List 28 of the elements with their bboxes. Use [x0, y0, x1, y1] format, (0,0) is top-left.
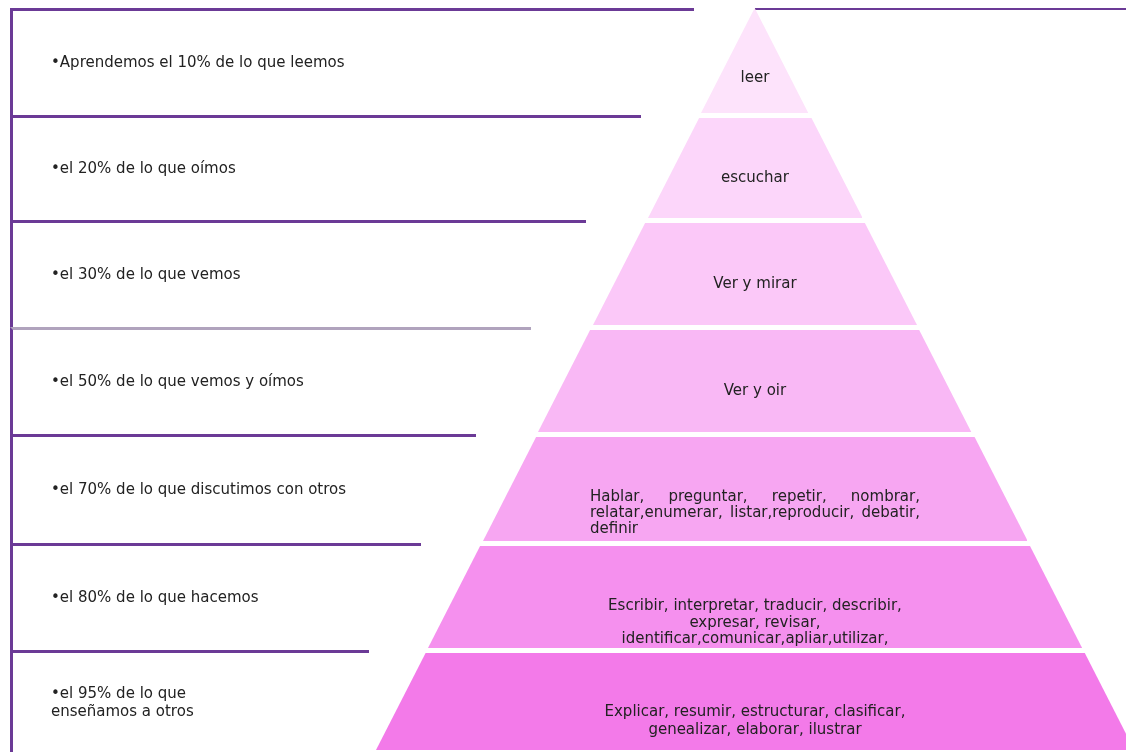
text-band: [10, 220, 586, 327]
activity-text: leer: [739, 68, 771, 86]
pyramid-tier: [593, 223, 917, 325]
pyramid-tier: [375, 653, 1126, 750]
text-band: [10, 8, 695, 115]
activity-text: Hablar, preguntar, repetir, nombrar, relatar,enumerar, listar,reproducir, debatir, definir: [590, 489, 920, 537]
tier-description: •el 70% de lo que discutimos con otros: [51, 481, 347, 499]
tier-description: •el 20% de lo que oímos: [51, 160, 236, 178]
activity-text: Escribir, interpretar, traducir, describir, expresar, revisar, identificar,comunicar,apliar,utilizar,: [607, 597, 903, 647]
activity-text: Ver y oir: [722, 381, 788, 399]
text-band: [10, 650, 369, 752]
tier-description: •el 50% de lo que vemos y oímos: [51, 373, 304, 391]
text-band: [10, 543, 421, 650]
text-band: [10, 327, 532, 434]
pyramid-tier: [427, 546, 1083, 648]
activity-text: escuchar: [720, 168, 790, 186]
tier-description: •el 30% de lo que vemos: [51, 266, 241, 284]
text-band: [10, 115, 641, 220]
pyramid-tier: [647, 118, 863, 218]
pyramid-tier: [482, 437, 1028, 541]
text-band: [10, 434, 476, 543]
pyramid-tier: [701, 8, 809, 113]
activity-text: Explicar, resumir, estructurar, clasificar, genealizar, elaborar, ilustrar: [603, 701, 907, 738]
pyramid-tier: [538, 330, 972, 432]
tier-description: •Aprendemos el 10% de lo que leemos: [51, 54, 345, 72]
activity-text: Ver y mirar: [712, 274, 798, 292]
tier-description: •el 95% de lo que enseñamos a otros: [51, 685, 195, 720]
tier-description: •el 80% de lo que hacemos: [51, 589, 259, 607]
